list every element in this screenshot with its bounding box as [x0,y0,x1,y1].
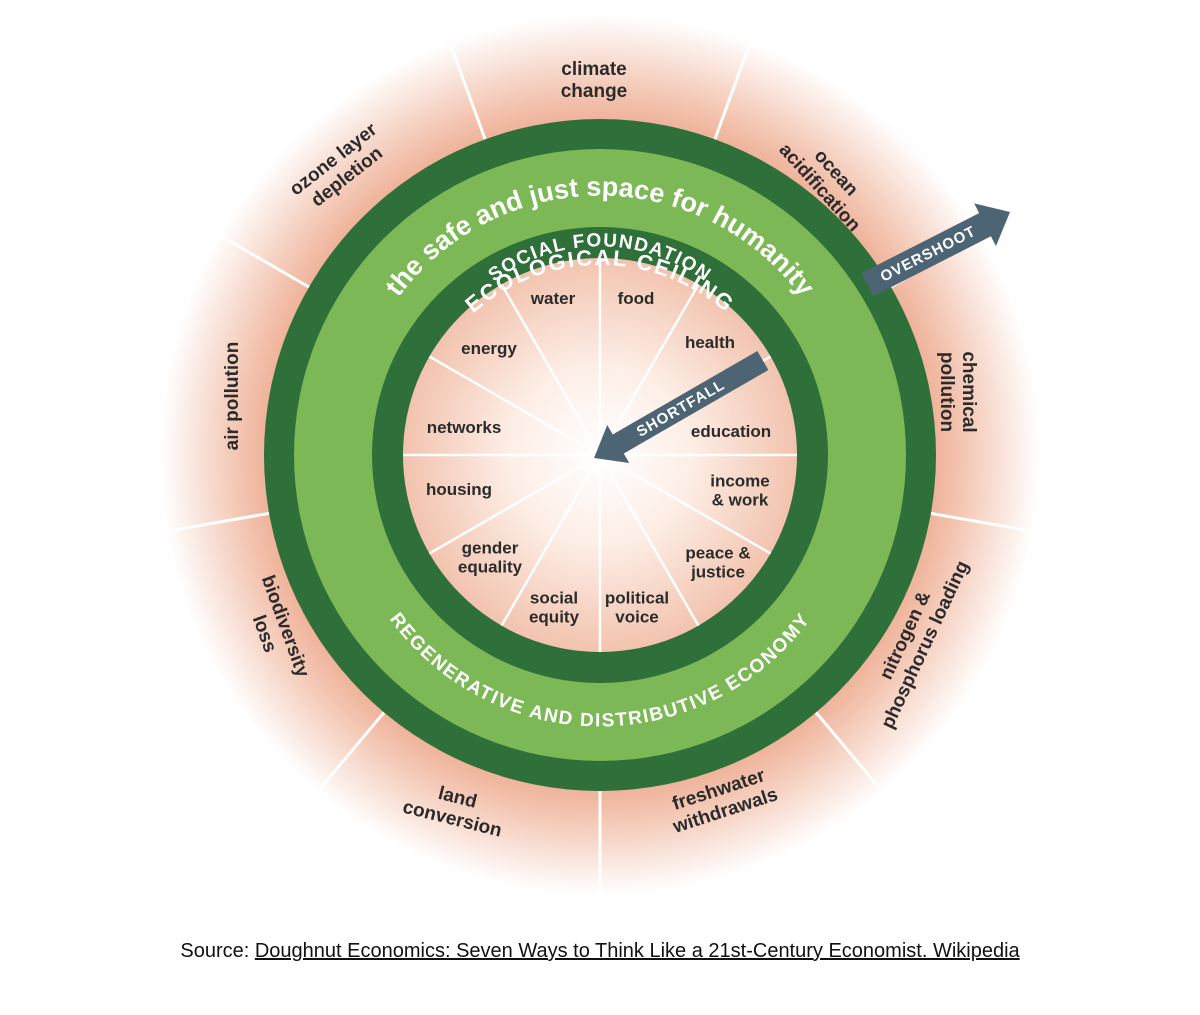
inner-divider-line [598,454,700,627]
inner-divider-line [500,283,602,456]
foundation-item-line: income [710,472,770,491]
foundation-item-line: voice [615,608,658,627]
foundation-item-line: & work [712,491,769,510]
inner-divider-line [500,454,602,627]
foundation-item-line: energy [461,339,517,358]
outer-divider-line [814,711,888,797]
outer-divider-line [713,36,754,140]
outer-divider-line [213,231,310,289]
foundation-item-line: networks [427,418,502,437]
outer-divider-line [446,36,487,140]
foundation-item-line: equality [458,558,523,577]
foundation-item-line: gender [462,539,519,558]
foundation-item-food: food [618,289,655,308]
foundation-item-line: food [618,289,655,308]
inner-divider-line [428,453,601,555]
foundation-item-housing: housing [426,480,492,499]
foundation-item-line: housing [426,480,492,499]
ceiling-item-line: change [561,81,628,102]
foundation-item-line: social [530,589,578,608]
foundation-item-line: justice [690,563,745,582]
ceiling-item-line: climate [561,59,626,80]
foundation-item-water: water [530,289,576,308]
source-link[interactable]: Doughnut Economics: Seven Ways to Think … [254,940,1020,962]
inner-divider-line [598,283,700,456]
foundation-item-line: peace & [685,544,750,563]
foundation-item-education: education [691,422,771,441]
foundation-item-income-work: income& work [710,472,770,510]
doughnut-svg: ECOLOGICAL CEILING the safe and just spa… [160,15,1040,895]
source-citation: Source: Doughnut Economics: Seven Ways t… [0,940,1200,963]
foundation-item-health: health [685,333,735,352]
ceiling-item-line: air pollution [222,342,243,451]
foundation-item-line: water [530,289,576,308]
outer-divider-line [312,711,386,797]
social-foundation-items: water food health education income& work peac… [426,289,771,627]
foundation-item-line: education [691,422,771,441]
doughnut-diagram: ECOLOGICAL CEILING the safe and just spa… [160,15,1040,895]
foundation-item-networks: networks [427,418,502,437]
inner-divider-line [599,453,772,555]
source-prefix: Source: [180,940,255,962]
foundation-item-peace-justice: peace &justice [685,544,750,582]
foundation-item-line: political [605,589,669,608]
foundation-item-energy: energy [461,339,517,358]
outer-divider-line [930,511,1039,534]
foundation-item-line: health [685,333,735,352]
ceiling-item-line: chemical [958,351,979,432]
inner-divider-line [428,355,601,457]
ceiling-item-chemical-pollution: chemicalpollution [936,351,979,432]
ceiling-item-line: pollution [936,352,957,432]
outer-divider-line [161,511,270,534]
foundation-item-line: equity [529,608,580,627]
ceiling-item-air-pollution: air pollution [222,342,243,451]
